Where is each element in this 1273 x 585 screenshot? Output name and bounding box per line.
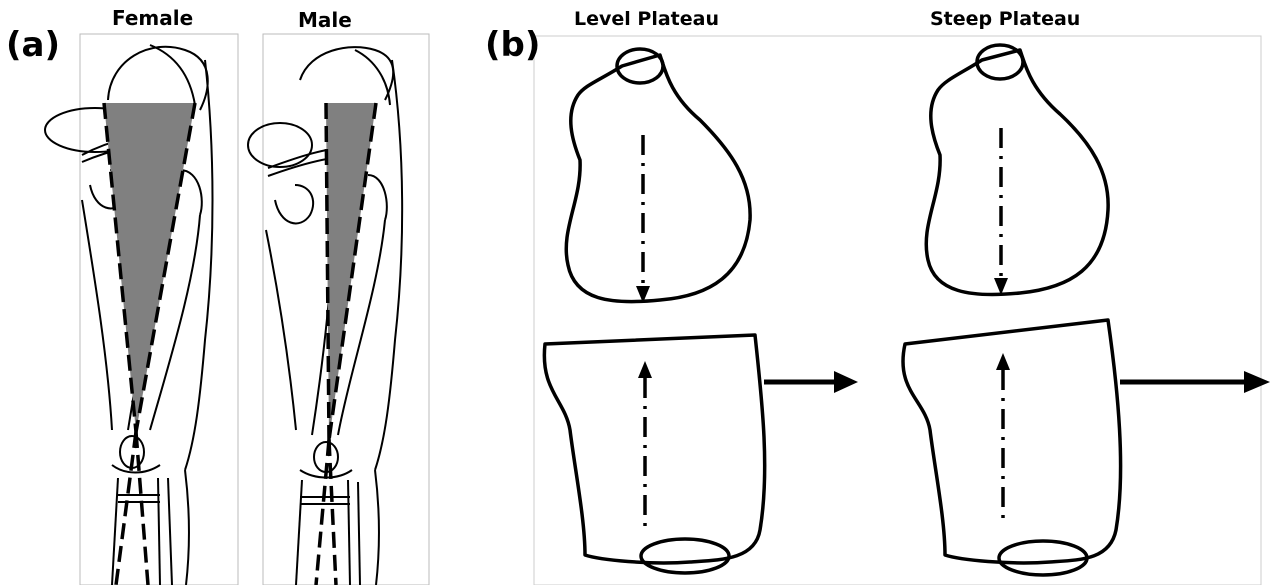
- level-tibia-block: [544, 335, 764, 563]
- male-shin-outline: [375, 470, 379, 585]
- level-tibia-lower-end: [641, 539, 729, 573]
- male-trochanter: [368, 175, 387, 220]
- male-fibula: [358, 482, 360, 585]
- male-pubic-ring: [248, 123, 312, 167]
- panel-a-label: (a): [6, 28, 60, 62]
- steep-plateau-caption: Steep Plateau: [930, 10, 1080, 29]
- steep-tibia-block: [903, 320, 1121, 563]
- level-femur-condyle: [566, 55, 750, 302]
- steep-femur-condyle: [926, 50, 1108, 295]
- steep-plateau-diagram: [903, 45, 1121, 575]
- female-fibula: [168, 478, 172, 585]
- female-pelvis: [108, 47, 208, 110]
- panel-b-frame: [534, 36, 1261, 585]
- level-plateau-caption: Level Plateau: [574, 10, 719, 29]
- level-plateau-diagram: [544, 49, 764, 573]
- male-thigh-inner: [266, 230, 296, 430]
- male-hip-curve: [355, 50, 390, 105]
- steep-shear-arrowhead: [1244, 371, 1270, 393]
- female-caption: Female: [112, 8, 193, 28]
- male-tibia-outer: [296, 480, 302, 585]
- female-q-angle-triangle: [104, 103, 195, 432]
- female-shin-outline: [185, 470, 189, 585]
- male-caption: Male: [298, 10, 352, 30]
- steep-femur-shaft-end: [977, 45, 1023, 79]
- steep-axis-tibia-arrowhead: [996, 353, 1010, 370]
- panel-b-label: (b): [485, 28, 540, 62]
- steep-tibia-lower-end: [999, 541, 1087, 575]
- female-hip-curve: [150, 45, 195, 105]
- level-shear-arrowhead: [834, 371, 858, 393]
- male-ischium: [275, 185, 313, 223]
- level-axis-tibia-arrowhead: [638, 361, 652, 378]
- female-thigh-inner: [82, 200, 112, 430]
- male-tibia-inner: [348, 480, 350, 585]
